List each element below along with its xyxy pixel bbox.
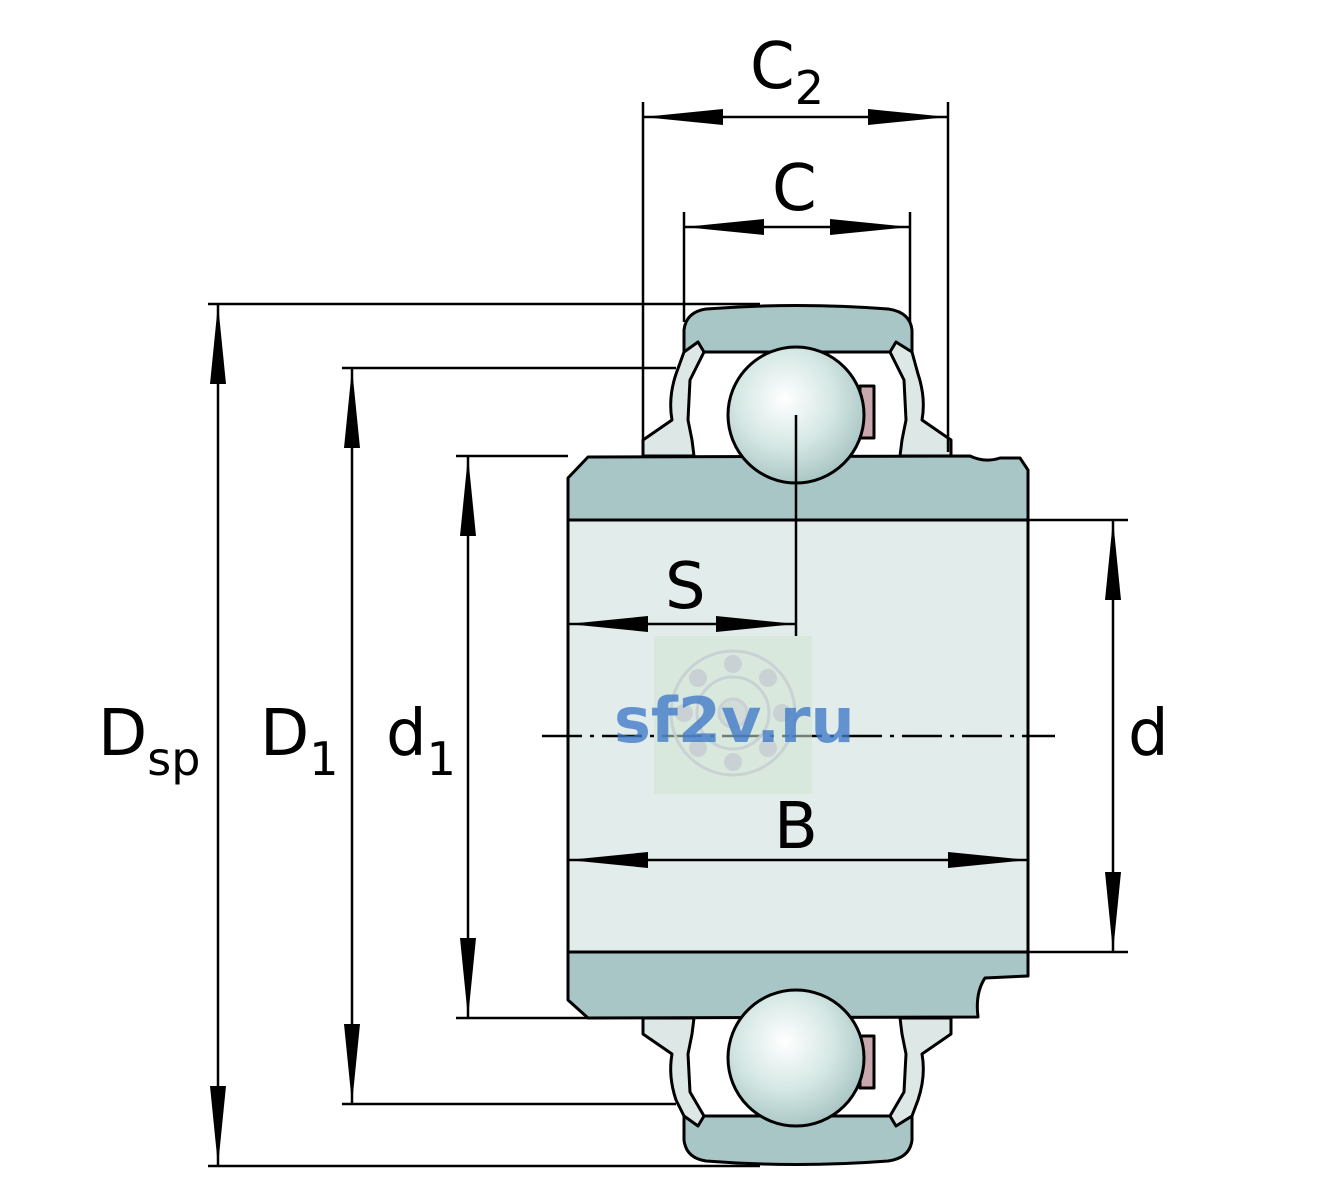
label-D1: D1 [260,697,339,786]
label-Dsp: Dsp [98,697,200,786]
label-d1: d1 [386,697,456,786]
seal-left-top [641,340,706,458]
dimension-lines [210,108,1121,1166]
label-c: C [772,152,817,226]
extension-lines [208,102,1128,1168]
seal-right-top [888,340,953,458]
ball-bottom [726,988,866,1128]
outer-ring-top [682,304,914,354]
outer-ring-bottom [682,1114,914,1166]
watermark-bearing-logo [669,649,797,777]
bearing-body [566,304,1030,1166]
label-b: B [774,790,818,864]
label-d: d [1128,697,1169,771]
seal-right-bottom [888,1016,953,1128]
watermark: sf2v.ru [614,636,855,794]
labels: C2 C S B d d1 D1 Dsp [98,30,1169,864]
watermark-text: sf2v.ru [614,684,855,757]
label-s: S [665,550,706,624]
label-c2: C2 [750,30,824,115]
seal-left-bottom [641,1016,706,1128]
